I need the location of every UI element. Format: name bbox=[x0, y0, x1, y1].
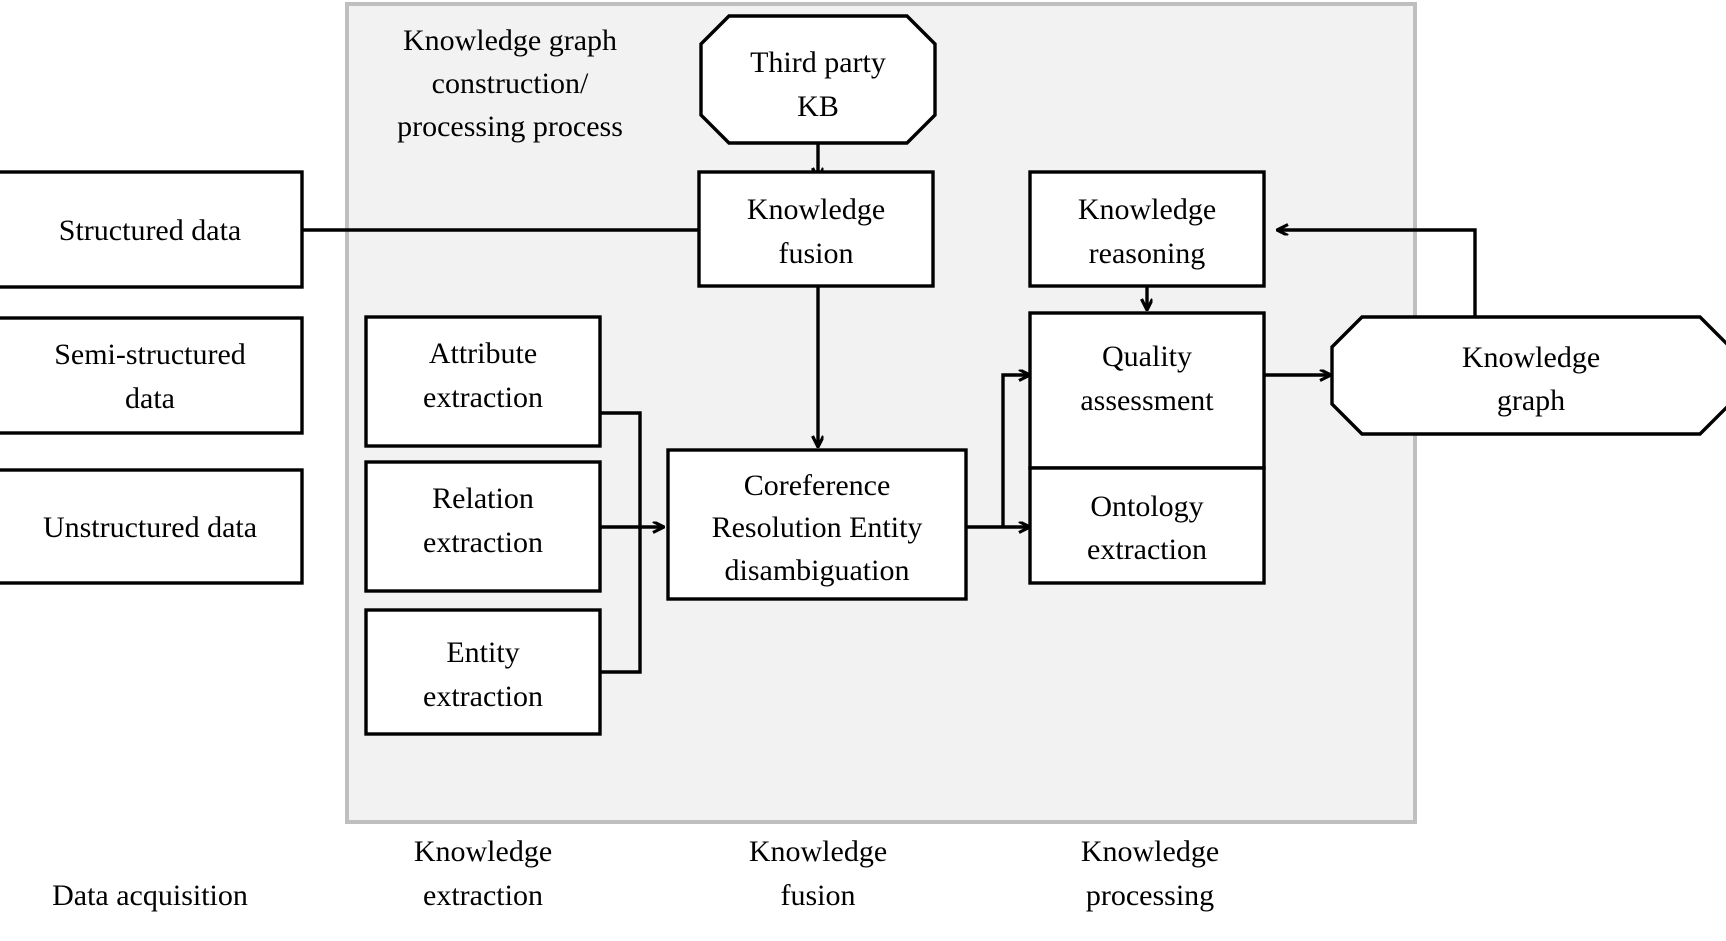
stage-label-knowledge-processing-line-1: Knowledge bbox=[1081, 835, 1219, 868]
node-coreference-resolution-line-1: Coreference bbox=[744, 469, 891, 502]
node-attribute-extraction-line-1: Attribute bbox=[429, 337, 537, 370]
edge-attribute-to-bus bbox=[600, 411, 642, 527]
node-relation-extraction[interactable]: Relation extraction bbox=[364, 460, 602, 593]
node-attribute-extraction-line-2: extraction bbox=[423, 381, 543, 414]
node-knowledge-reasoning[interactable]: Knowledge reasoning bbox=[1028, 170, 1266, 288]
node-semi-structured-data[interactable]: Semi-structured data bbox=[0, 316, 304, 435]
stage-label-knowledge-extraction-line-1: Knowledge bbox=[414, 835, 552, 868]
node-knowledge-reasoning-line-2: reasoning bbox=[1089, 237, 1206, 270]
node-coreference-resolution-line-2: Resolution Entity bbox=[712, 511, 923, 544]
node-third-party-kb-line-2: KB bbox=[797, 90, 839, 123]
node-semi-structured-data-line-2: data bbox=[125, 382, 175, 415]
stage-label-knowledge-processing-line-2: processing bbox=[1086, 879, 1214, 912]
stage-label-knowledge-extraction: Knowledge extraction bbox=[414, 835, 552, 912]
node-relation-extraction-line-2: extraction bbox=[423, 526, 543, 559]
node-knowledge-graph[interactable]: Knowledge graph bbox=[1330, 315, 1726, 436]
node-ontology-extraction-line-1: Ontology bbox=[1090, 490, 1203, 523]
node-semi-structured-data-line-1: Semi-structured bbox=[54, 338, 246, 371]
panel-title-line-3: processing process bbox=[397, 110, 623, 143]
panel-title-line-1: Knowledge graph bbox=[403, 24, 617, 57]
node-knowledge-fusion-line-2: fusion bbox=[779, 237, 854, 270]
node-quality-assessment-line-2: assessment bbox=[1080, 384, 1214, 417]
edge-graph-to-reasoning bbox=[1278, 230, 1477, 317]
edge-entity-to-bus bbox=[600, 527, 642, 674]
node-unstructured-data-line-1: Unstructured data bbox=[43, 511, 257, 544]
node-coreference-resolution-line-3: disambiguation bbox=[725, 554, 910, 587]
node-quality-assessment-line-1: Quality bbox=[1102, 340, 1192, 373]
node-ontology-extraction[interactable]: Ontology extraction bbox=[1028, 466, 1266, 585]
node-third-party-kb[interactable]: Third party KB bbox=[699, 14, 937, 145]
node-entity-extraction[interactable]: Entity extraction bbox=[364, 608, 602, 736]
node-entity-extraction-line-2: extraction bbox=[423, 680, 543, 713]
stage-label-knowledge-fusion-line-1: Knowledge bbox=[749, 835, 887, 868]
node-entity-extraction-line-1: Entity bbox=[446, 636, 519, 669]
edge-coreference-to-quality bbox=[1001, 375, 1029, 527]
stage-label-data-acquisition: Data acquisition bbox=[52, 879, 248, 912]
node-structured-data-line-1: Structured data bbox=[59, 214, 241, 247]
stage-label-knowledge-processing: Knowledge processing bbox=[1081, 835, 1219, 912]
node-attribute-extraction[interactable]: Attribute extraction bbox=[364, 315, 602, 448]
node-relation-extraction-line-1: Relation bbox=[432, 482, 534, 515]
stage-label-knowledge-fusion: Knowledge fusion bbox=[749, 835, 887, 912]
node-structured-data[interactable]: Structured data bbox=[0, 170, 304, 289]
panel-title-line-2: construction/ bbox=[432, 67, 589, 100]
node-knowledge-reasoning-line-1: Knowledge bbox=[1078, 193, 1216, 226]
node-quality-assessment[interactable]: Quality assessment bbox=[1028, 311, 1266, 470]
stage-label-knowledge-extraction-line-2: extraction bbox=[423, 879, 543, 912]
panel-title: Knowledge graph construction/ processing… bbox=[397, 24, 623, 143]
node-knowledge-graph-line-1: Knowledge bbox=[1462, 341, 1600, 374]
stage-label-knowledge-fusion-line-2: fusion bbox=[781, 879, 856, 912]
node-ontology-extraction-line-2: extraction bbox=[1087, 533, 1207, 566]
stage-label-data-acquisition-line-1: Data acquisition bbox=[52, 879, 248, 912]
node-coreference-resolution[interactable]: Coreference Resolution Entity disambigua… bbox=[666, 448, 968, 601]
node-unstructured-data[interactable]: Unstructured data bbox=[0, 468, 304, 585]
node-third-party-kb-line-1: Third party bbox=[750, 46, 886, 79]
node-knowledge-graph-line-2: graph bbox=[1497, 384, 1565, 417]
node-knowledge-fusion-line-1: Knowledge bbox=[747, 193, 885, 226]
node-knowledge-fusion[interactable]: Knowledge fusion bbox=[697, 170, 935, 288]
